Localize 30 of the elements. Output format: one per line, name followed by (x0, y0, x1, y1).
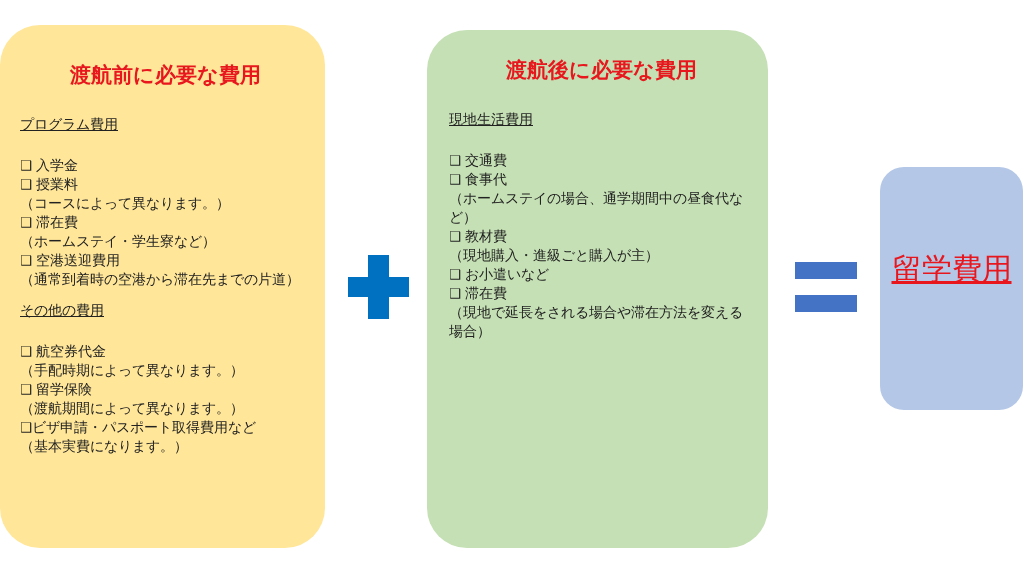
list-item: ❑ビザ申請・パスポート取得費用など (20, 418, 257, 437)
box-heading: 渡航後に必要な費用 (506, 57, 697, 84)
item-note: （現地で延長をされる場合や滞在方法を変える場合） (449, 303, 744, 341)
item-note: （現地購入・進級ごと購入が主） (449, 246, 659, 265)
item-note: （通常到着時の空港から滞在先までの片道） (20, 270, 300, 289)
item-note: （ホームステイの場合、通学期間中の昼食代など） (449, 189, 744, 227)
item-note: （ホームステイ・学生寮など） (20, 232, 216, 251)
list-item: ❑ 滞在費 (449, 284, 508, 303)
list-item: ❑ 空港送迎費用 (20, 251, 121, 270)
section-heading: 現地生活費用 (449, 110, 533, 129)
result-label: 留学費用 (891, 250, 1012, 288)
rounded-box (0, 25, 325, 548)
box-heading: 渡航前に必要な費用 (70, 62, 261, 89)
list-item: ❑ 交通費 (449, 151, 508, 170)
item-note: （手配時期によって異なります。） (20, 361, 244, 380)
section-heading: その他の費用 (20, 301, 104, 320)
list-item: ❑ 滞在費 (20, 213, 79, 232)
rounded-box (427, 30, 768, 548)
item-note: （基本実費になります。） (20, 437, 188, 456)
list-item: ❑ 教材費 (449, 227, 508, 246)
list-item: ❑ 航空券代金 (20, 342, 107, 361)
item-note: （渡航期間によって異なります。） (20, 399, 244, 418)
list-item: ❑ 授業料 (20, 175, 79, 194)
list-item: ❑ 食事代 (449, 170, 508, 189)
section-heading: プログラム費用 (20, 115, 118, 134)
list-item: ❑ お小遣いなど (449, 265, 550, 284)
item-note: （コースによって異なります。） (20, 194, 230, 213)
list-item: ❑ 入学金 (20, 156, 79, 175)
rounded-box (880, 167, 1023, 410)
list-item: ❑ 留学保険 (20, 380, 93, 399)
